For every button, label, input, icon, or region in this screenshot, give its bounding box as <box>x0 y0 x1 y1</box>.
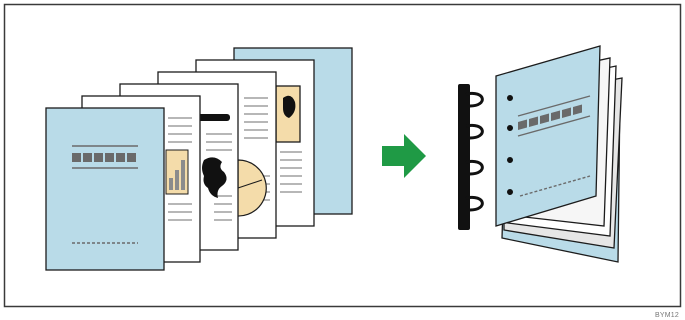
binder-ring-3 <box>465 159 484 176</box>
page-3-heading-bar <box>196 114 230 121</box>
figure-code-label: BYM12 <box>655 312 679 319</box>
booklet-dashed-line <box>519 175 591 197</box>
loose-pages-stack <box>45 47 353 271</box>
right-arrow-icon <box>382 134 426 178</box>
bar-chart-icon <box>169 160 185 190</box>
bound-booklet <box>495 45 623 263</box>
page-front-cover <box>45 107 165 271</box>
binder-ring-1 <box>465 91 484 108</box>
booklet-front-cover <box>495 45 601 227</box>
booklet-title-blocks <box>518 104 582 130</box>
binder-ring-4 <box>465 195 484 212</box>
globe-map-icon <box>202 157 227 198</box>
punch-holes <box>507 95 513 195</box>
cover-title-blocks <box>72 153 136 162</box>
binder-spine <box>458 84 470 230</box>
binder-ring-2 <box>465 123 484 140</box>
comb-binder-icon <box>458 84 484 230</box>
page-5-silhouette <box>283 95 296 118</box>
diagram-frame <box>3 3 682 308</box>
